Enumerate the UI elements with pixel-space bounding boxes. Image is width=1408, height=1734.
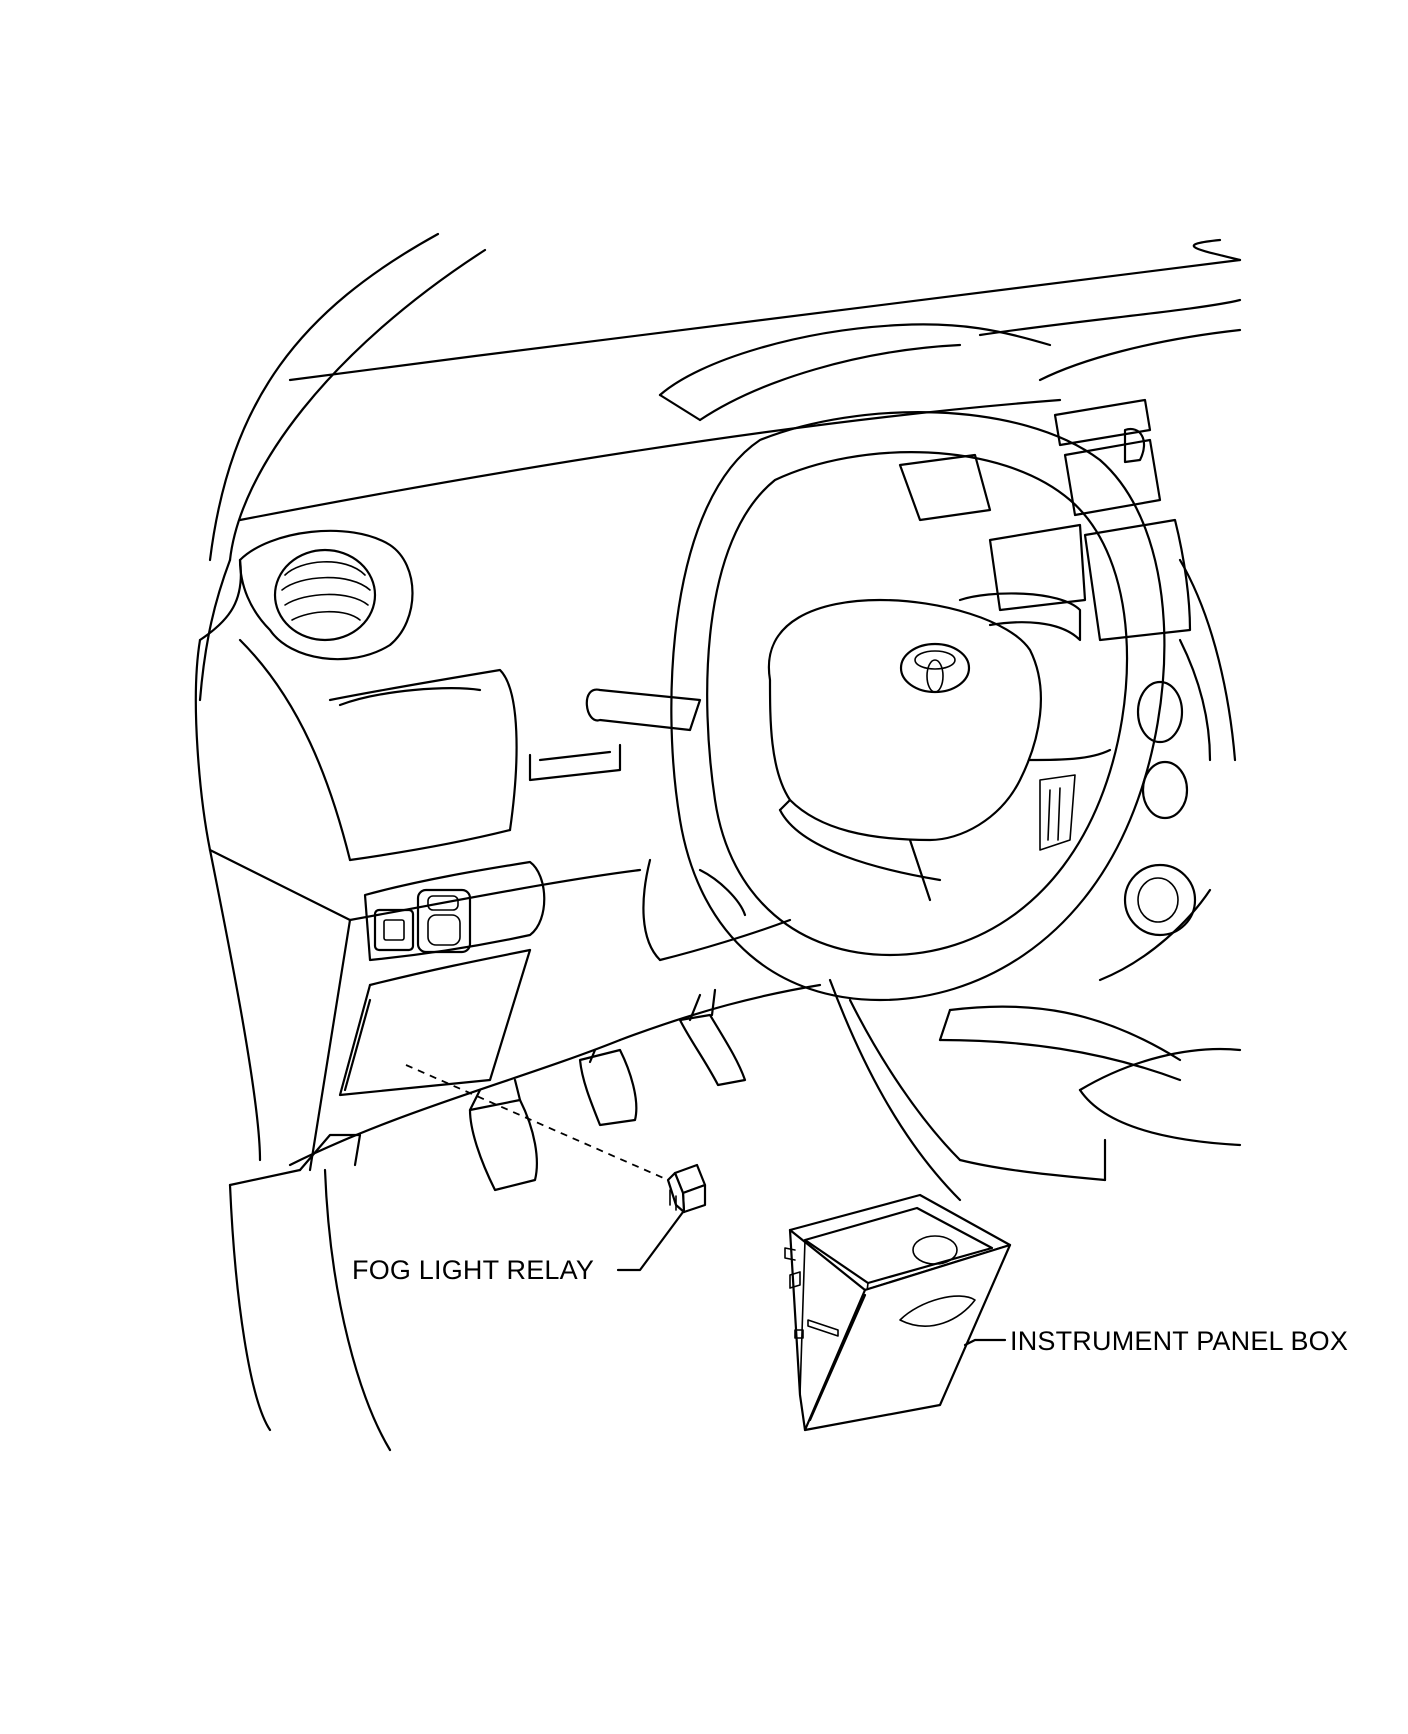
turn-signal-stalk	[528, 688, 702, 782]
instrument-panel-box-label: INSTRUMENT PANEL BOX	[1010, 1326, 1348, 1356]
switch-panel	[363, 860, 546, 962]
left-air-vent	[238, 529, 414, 661]
left-dash-panel	[194, 558, 642, 1172]
steering-column	[642, 858, 792, 962]
pedals	[468, 988, 747, 1192]
a-pillar	[198, 232, 487, 702]
lower-kick-panel	[228, 948, 822, 1452]
steering-wheel	[670, 411, 1166, 1002]
dashboard-top	[238, 238, 1242, 522]
panel-box-leader-line	[963, 1338, 1007, 1347]
toyota-logo	[899, 642, 971, 694]
instrument-panel-box-part	[784, 1193, 1012, 1432]
fog-light-relay-part	[666, 1163, 707, 1214]
relay-leader-line	[616, 1210, 685, 1272]
center-console	[828, 398, 1242, 1202]
fog-light-relay-label: FOG LIGHT RELAY	[352, 1255, 594, 1285]
relay-locator-line	[405, 1064, 669, 1181]
